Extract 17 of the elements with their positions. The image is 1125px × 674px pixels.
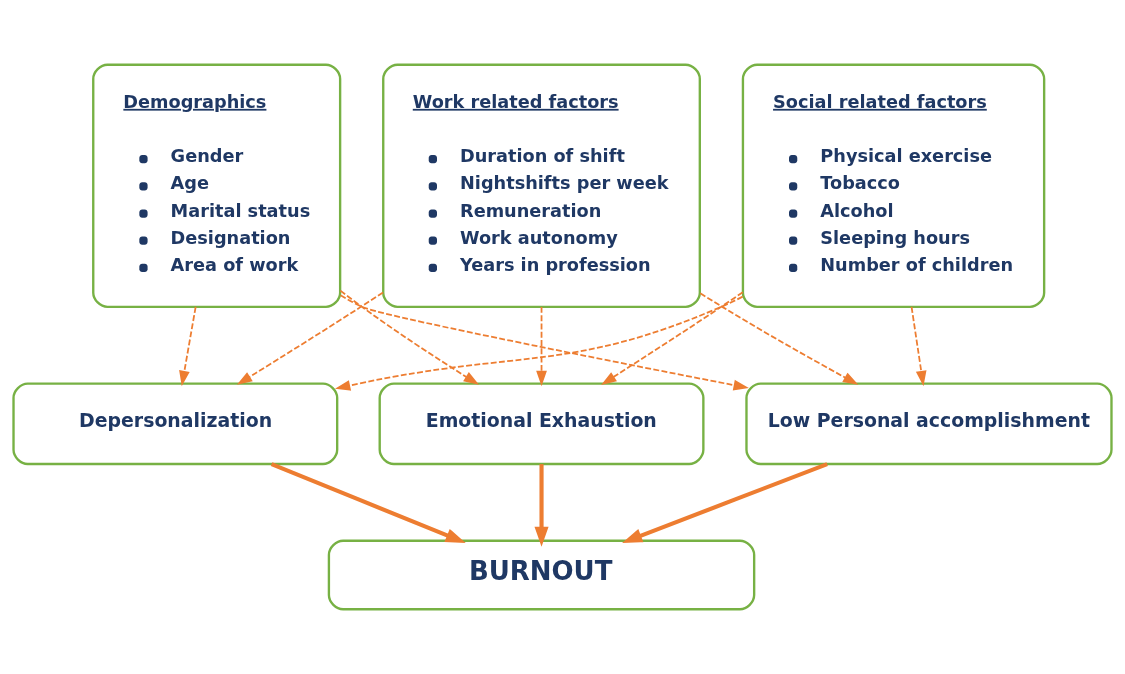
arrow <box>270 462 466 544</box>
arrow <box>536 306 547 387</box>
arrow <box>534 464 549 547</box>
node-box: Emotional Exhaustion <box>378 382 705 466</box>
arrow <box>339 289 479 385</box>
arrow <box>699 292 859 385</box>
node-box: Social related factors Physical exercise Tobacco Alcohol Sleeping hours Number of children <box>741 63 1046 309</box>
arrow <box>601 291 744 385</box>
arrow <box>236 291 384 385</box>
node-box: Work related factors Duration of shift Nightshifts per week Remuneration Work autonomy Years in profession <box>382 63 701 309</box>
node-box: BURNOUT <box>327 539 756 611</box>
arrow <box>910 306 927 387</box>
arrow <box>179 306 197 387</box>
node-box: Depersonalization <box>12 382 339 466</box>
node-box: Low Personal accomplishment <box>745 382 1113 466</box>
node-box: Demographics Gender Age Marital status Designation Area of work <box>92 63 342 309</box>
arrow <box>622 462 828 543</box>
